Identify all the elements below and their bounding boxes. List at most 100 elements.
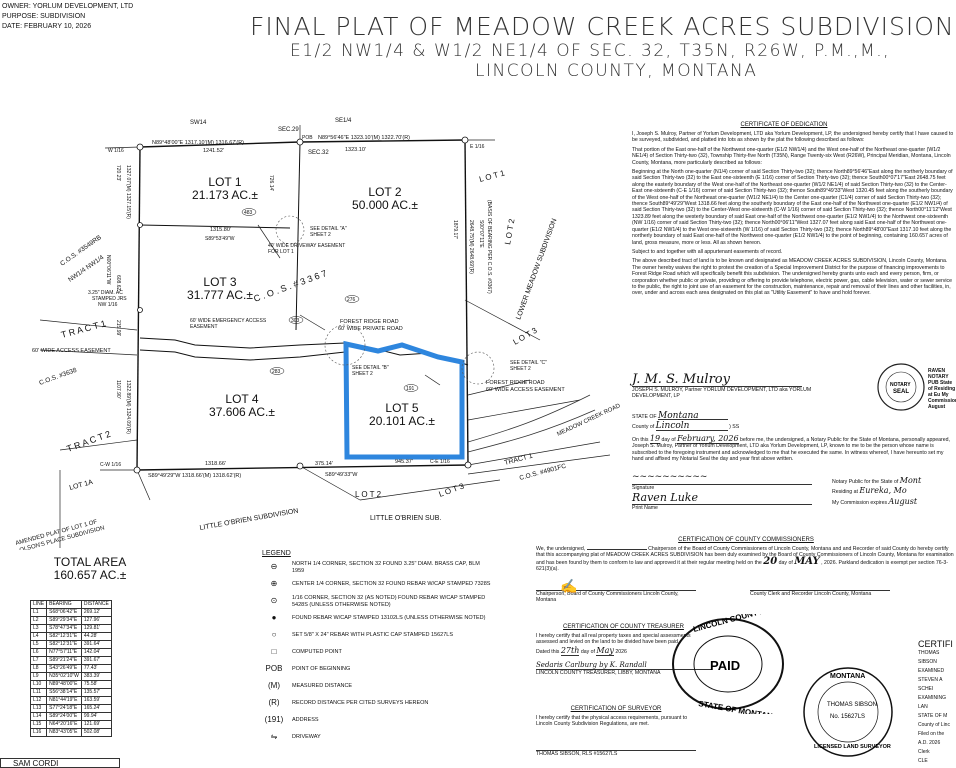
bottom-bearing-west: S89°49'29"W 1318.66'(M) 1318.62'(R) [148,473,241,479]
lot2-label: LOT 2 50.000 AC.± [335,186,435,212]
treasurer-text: I hereby certify that all real property … [536,633,691,646]
line-bearing: S77°24'18"E [46,704,82,713]
detailC-label-1: SEE DETAIL "C" [510,360,547,366]
top-dist-west: 1241.52' [203,148,224,154]
lot3-east-label: L O T 3 [512,326,540,347]
lot2-area: 50.000 AC.± [352,198,418,212]
line-distance: 383.39' [80,672,112,681]
frr-label-2: 60' WIDE PRIVATE ROAD [338,326,403,332]
legend-symbol: □ [271,647,277,657]
legend-symbol: ○ [271,630,277,640]
address-labels: 483 276 303 283 191 [241,208,419,392]
line-distance: 391.64' [80,640,112,649]
notary-state-county: STATE OF Montana County of Lincoln ) SS [632,411,832,431]
lowermeadow-label: LOWER MEADOW SUBDIVISION [515,218,558,321]
address-283: 283 [272,369,281,375]
owner-signature: J. M. S. Mulroy [632,372,802,387]
mid-dist: 1315.80' [210,227,231,233]
line-id: L9 [29,672,48,681]
line-distance: 135.57' [80,688,112,697]
line-bearing: S78°47'34"E [46,624,82,633]
lot3-south-label: L O T 3 [438,481,466,499]
commissioners-month: MAY [794,555,820,567]
detail-b-circle [324,324,366,366]
line-id: L6 [29,648,48,657]
notary-signature-block: ~~~~~~~~~~ Signature Raven Luke Print Na… [632,472,812,512]
lot3-area: 31.777 AC.± [187,288,253,302]
line-distance: 391.67' [80,656,112,665]
treasurer-certificate: CERTIFICATION OF COUNTY TREASURER I here… [536,624,711,677]
seal-name: THOMAS SIBSON [827,702,877,708]
line-bearing: N64°20'16"E [46,720,82,729]
treasurer-month: May [596,645,614,656]
se14-label: SE1/4 [335,118,352,124]
right-edge-line: EXAMINING LAN [918,695,947,710]
surveyor-heading: CERTIFICATION OF SURVEYOR [570,706,662,712]
legend-text: COMPUTED POINT [292,649,342,656]
seal-license: LICENSED LAND SURVEYOR [814,744,891,750]
dedication-p4: Subject to and together with all appurte… [632,248,783,255]
legend-item: (191)ADDRESS [262,712,512,729]
line-bearing: N81°44'19"E [46,696,82,705]
total-area-label: TOTAL AREA [53,555,127,569]
notary-acknowledgment: On this 19 day of February, 2026 before … [632,434,950,463]
lot5-label: LOT 5 20.101 AC.± [352,402,452,428]
dist-v10: S00°07'11"E [478,220,484,248]
commissioners-clerk-line: County Clerk and Recorder Lincoln County… [750,590,890,597]
section-lines [39,125,611,548]
cap-label-3: NW 1/16 [98,302,118,308]
legend-symbol: POB [265,664,283,674]
legend-item: ○SET 5/8" X 24" REBAR WITH PLASTIC CAP S… [262,627,512,644]
cw116-label: C-W 1/16 [100,462,121,468]
dedication-p3: Beginning at the North one-quarter (N1/4… [632,169,953,246]
cap-label-1: 3.25" DIAM. AC [88,290,123,296]
signature-label: Signature [632,485,655,491]
surveyor-text: I hereby certify that the physical acces… [536,715,688,728]
lot1-name: LOT 1 [208,175,242,189]
purpose-line: PURPOSE: SUBDIVISION [2,13,86,20]
line-id: L12 [29,696,48,705]
line-id: L10 [29,680,48,689]
right-edge-line: A.D. 2026 [918,740,941,746]
address-303: 303 [291,318,300,324]
detailC-label-2: SHEET 2 [510,366,531,372]
pob-label: POB [302,135,313,141]
lot4-label: LOT 4 37.606 AC.± [192,393,292,419]
meadow-creek-line-2 [467,409,596,453]
tract2-label: T R A C T 2 [65,429,112,454]
legend-text: NORTH 1/4 CORNER, SECTION 32 FOUND 3.25"… [292,561,480,574]
dist-v6: 1322.89'(M) 1324.09'(R) [125,380,131,434]
notary-seal: NOTARY SEAL [877,363,925,411]
legend-text: ADDRESS [292,717,319,724]
title-line-3: LINCOLN COUNTY, MONTANA [475,61,758,81]
legend-text: 1/16 CORNER, SECTION 32 (AS NOTED) FOUND… [292,595,486,608]
parcel-boundaries [136,139,469,471]
resid-value: Eureka, Mo [859,486,907,496]
e116-label: E 1/16 [470,144,485,150]
top-bearing-west: N89°48'00"E 1317.10'(M) 1316.67'(R) [152,140,244,146]
footer-name-box: SAM CORDI [0,758,120,768]
detail-a-circle [275,215,305,245]
notary-details: Notary Public for the State of Mont Resi… [832,476,922,506]
line-distance: 165.24' [80,704,112,713]
line-distance: 75.58' [80,680,112,689]
lot2-east-label: L O T 2 [503,218,516,246]
line-id: L11 [29,688,48,697]
legend-symbol: ⊕ [270,579,278,589]
dedication-p2: That portion of the East one-half of the… [632,146,951,166]
w116-label: W 1/16 [108,148,124,154]
line-distance: 77.43' [80,664,112,673]
right-edge-line: STEVEN A SCHEI [918,677,943,692]
lot1-area: 21.173 AC.± [192,188,258,202]
